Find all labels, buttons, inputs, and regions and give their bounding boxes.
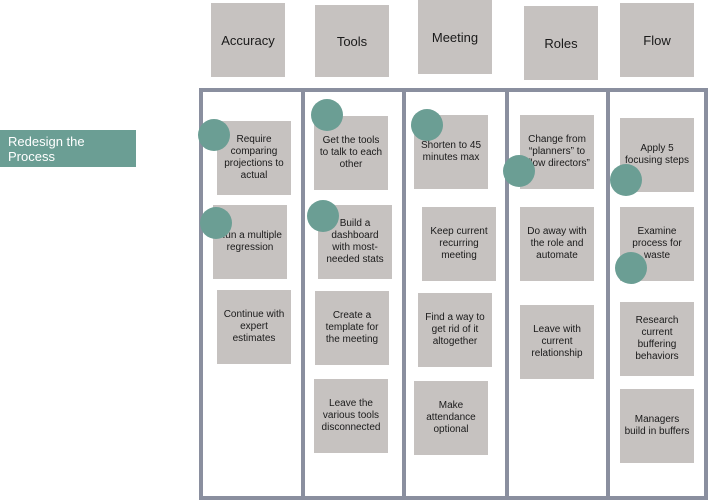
vote-dot	[198, 119, 230, 151]
column-header-flow: Flow	[620, 3, 694, 77]
column-divider	[301, 88, 305, 500]
card: Examine process for waste	[620, 207, 694, 281]
vote-dot	[307, 200, 339, 232]
card: Require comparing projections to actual	[217, 121, 291, 195]
vote-dot	[311, 99, 343, 131]
card: Continue with expert estimates	[217, 290, 291, 364]
card: Get the tools to talk to each other	[314, 116, 388, 190]
card: Leave the various tools disconnected	[314, 379, 388, 453]
column-divider	[505, 88, 509, 500]
column-divider	[402, 88, 406, 500]
column-header-tools: Tools	[315, 5, 389, 77]
process-board-frame	[199, 88, 708, 500]
card: Change from “planners” to “flow director…	[520, 115, 594, 189]
column-header-roles: Roles	[524, 6, 598, 80]
card: Do away with the role and automate	[520, 207, 594, 281]
vote-dot	[411, 109, 443, 141]
card: Research current buffering behaviors	[620, 302, 694, 376]
card: Find a way to get rid of it altogether	[418, 293, 492, 367]
card: Keep current recurring meeting	[422, 207, 496, 281]
vote-dot	[503, 155, 535, 187]
column-divider	[606, 88, 610, 500]
card: Make attendance optional	[414, 381, 488, 455]
card: Managers build in buffers	[620, 389, 694, 463]
side-label: Redesign the Process	[0, 130, 136, 167]
card: Leave with current relationship	[520, 305, 594, 379]
vote-dot	[610, 164, 642, 196]
column-header-accuracy: Accuracy	[211, 3, 285, 77]
vote-dot	[615, 252, 647, 284]
column-header-meeting: Meeting	[418, 0, 492, 74]
vote-dot	[200, 207, 232, 239]
card: Create a template for the meeting	[315, 291, 389, 365]
